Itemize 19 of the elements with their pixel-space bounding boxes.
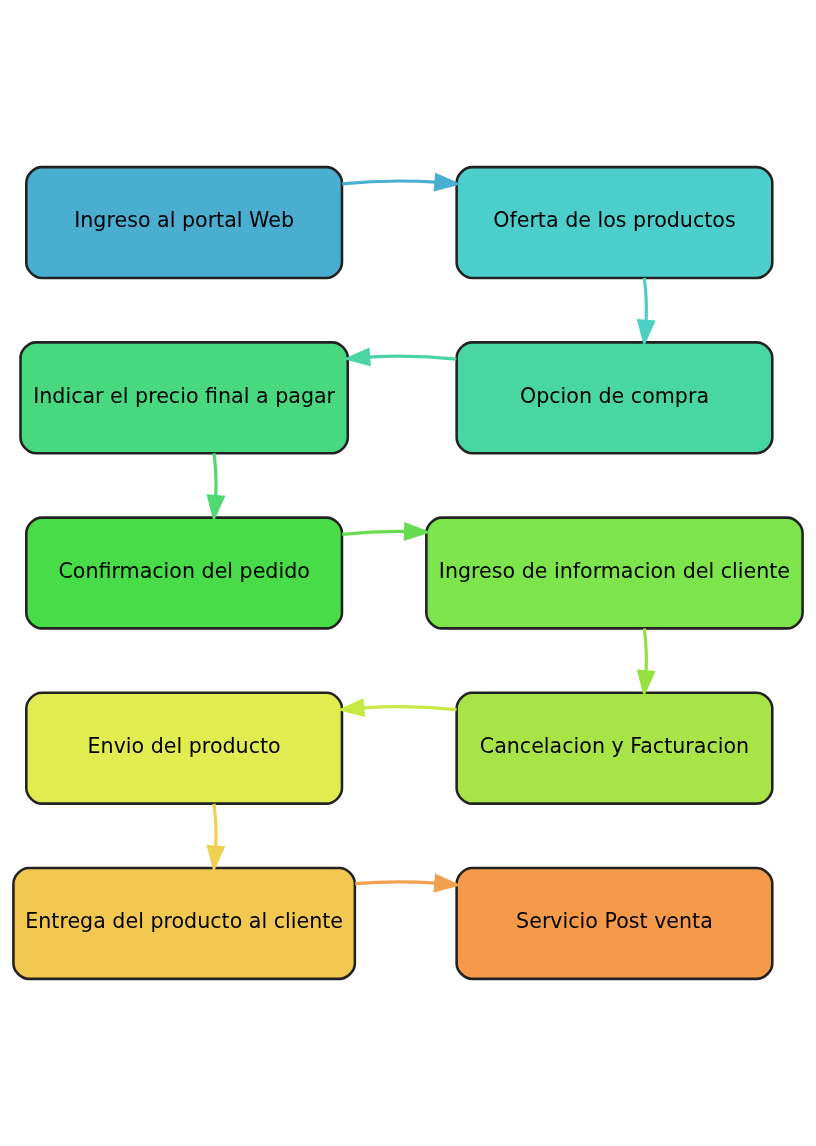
node-box: Ingreso de informacion del cliente [425, 516, 804, 630]
node-box: Ingreso al portal Web [25, 165, 344, 280]
arrow [343, 347, 457, 367]
node-box: Envio del producto [25, 691, 344, 805]
arrow [342, 521, 432, 541]
arrow [337, 698, 457, 718]
arrow [636, 277, 656, 347]
node-box: Servicio Post venta [455, 866, 774, 981]
arrow [206, 453, 226, 522]
node-box: Confirmacion del pedido [25, 516, 344, 630]
node-box: Opcion de compra [455, 341, 774, 455]
node-box: Entrega del producto al cliente [12, 866, 357, 981]
arrow [636, 628, 656, 698]
arrow [355, 873, 462, 893]
arrow [206, 803, 226, 873]
node-box: Oferta de los productos [455, 165, 774, 280]
node-box: Cancelacion y Facturacion [455, 691, 774, 805]
arrow [342, 172, 462, 192]
node-box: Indicar el precio final a pagar [19, 341, 350, 455]
